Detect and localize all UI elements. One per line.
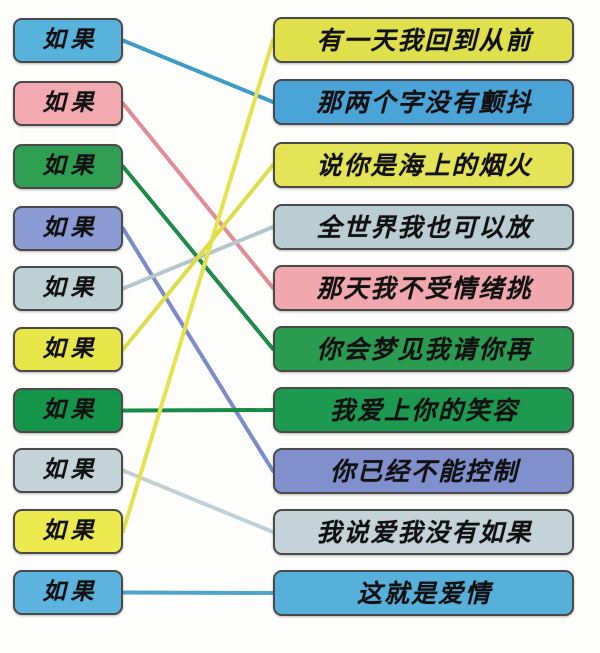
- left-word-card[interactable]: 如果: [13, 327, 123, 372]
- right-card-label: 说你是海上的烟火: [316, 150, 533, 180]
- right-lyric-card[interactable]: 我爱上你的笑容: [273, 387, 574, 433]
- left-word-card[interactable]: 如果: [13, 18, 123, 63]
- connection-line[interactable]: [121, 38, 275, 534]
- right-lyric-card[interactable]: 说你是海上的烟火: [273, 142, 574, 188]
- right-lyric-card[interactable]: 你会梦见我请你再: [273, 326, 574, 372]
- left-word-card[interactable]: 如果: [13, 81, 123, 126]
- connection-line[interactable]: [121, 38, 275, 104]
- left-word-card[interactable]: 如果: [13, 388, 123, 433]
- left-card-label: 如果: [42, 90, 99, 116]
- right-card-label: 你已经不能控制: [329, 456, 519, 486]
- right-card-label: 有一天我回到从前: [316, 25, 533, 55]
- left-word-card[interactable]: 如果: [13, 509, 123, 554]
- connection-line[interactable]: [121, 226, 275, 473]
- left-word-card[interactable]: 如果: [13, 266, 123, 311]
- left-card-label: 如果: [42, 579, 99, 605]
- left-word-card[interactable]: 如果: [13, 144, 123, 189]
- right-lyric-card[interactable]: 全世界我也可以放: [273, 204, 574, 250]
- left-card-label: 如果: [42, 336, 99, 362]
- left-card-label: 如果: [42, 275, 99, 301]
- right-lyric-card[interactable]: 那两个字没有颤抖: [273, 79, 574, 125]
- left-word-card[interactable]: 如果: [13, 206, 123, 251]
- right-card-label: 我说爱我没有如果: [316, 517, 533, 547]
- right-card-label: 那天我不受情绪挑: [316, 273, 533, 303]
- right-lyric-card[interactable]: 我说爱我没有如果: [273, 509, 574, 555]
- left-card-label: 如果: [42, 27, 99, 53]
- right-lyric-card[interactable]: 那天我不受情绪挑: [273, 265, 574, 311]
- left-card-label: 如果: [42, 457, 99, 483]
- right-card-label: 我爱上你的笑容: [329, 395, 519, 425]
- connection-line[interactable]: [121, 163, 275, 352]
- left-card-label: 如果: [42, 518, 99, 544]
- connection-line[interactable]: [121, 468, 275, 534]
- right-card-label: 那两个字没有颤抖: [316, 87, 533, 117]
- left-word-card[interactable]: 如果: [13, 570, 123, 615]
- connection-line[interactable]: [121, 408, 275, 413]
- right-lyric-card[interactable]: 有一天我回到从前: [273, 17, 574, 63]
- left-card-label: 如果: [42, 397, 99, 423]
- right-lyric-card[interactable]: 你已经不能控制: [273, 448, 574, 494]
- right-lyric-card[interactable]: 这就是爱情: [273, 570, 574, 616]
- left-word-card[interactable]: 如果: [13, 448, 123, 493]
- connection-line[interactable]: [121, 590, 275, 595]
- left-card-label: 如果: [42, 215, 99, 241]
- right-card-label: 全世界我也可以放: [316, 212, 533, 242]
- right-card-label: 你会梦见我请你再: [316, 334, 533, 364]
- connection-line[interactable]: [121, 101, 275, 290]
- right-card-label: 这就是爱情: [356, 578, 492, 608]
- left-card-label: 如果: [42, 153, 99, 179]
